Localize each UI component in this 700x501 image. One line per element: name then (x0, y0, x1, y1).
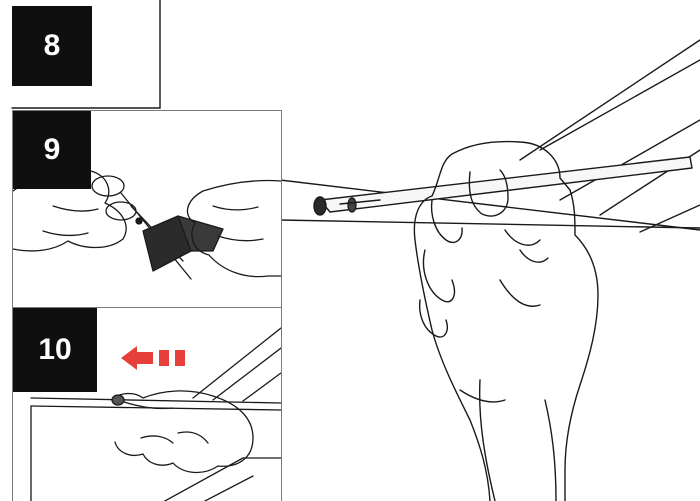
step-number-text: 8 (44, 29, 61, 63)
step-number-label: 8 (12, 6, 92, 86)
step-number-text: 10 (38, 333, 71, 367)
step-number-text: 9 (44, 133, 61, 167)
step-number-label: 10 (13, 308, 97, 392)
step-number-label: 9 (13, 111, 91, 189)
left-arrow-icon (121, 346, 185, 370)
step-10-panel: 10 (12, 307, 282, 501)
step-9-panel: 9 (12, 110, 282, 308)
